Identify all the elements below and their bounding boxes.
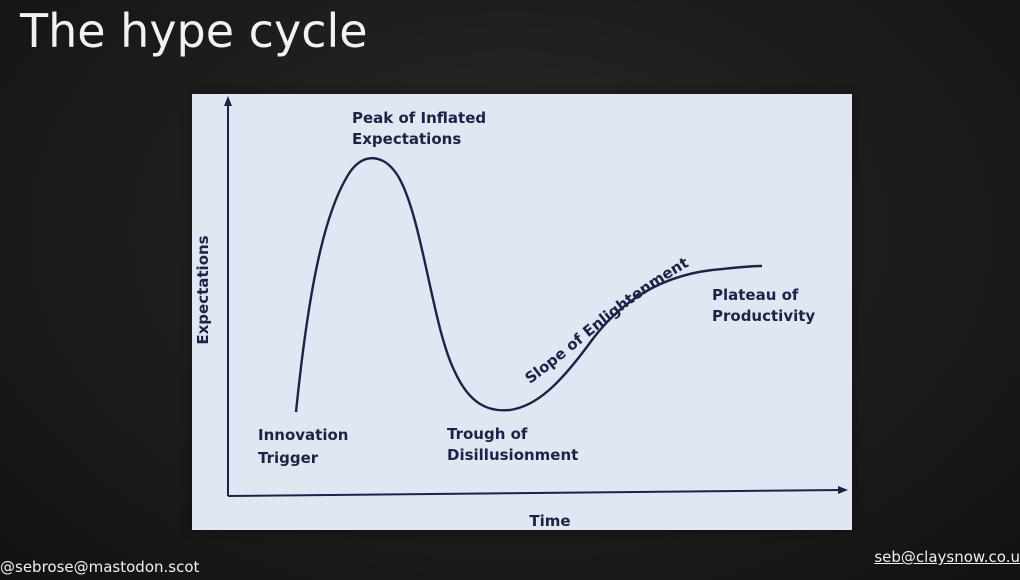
innovation-trigger-label-line2: Trigger xyxy=(258,449,319,467)
footer-mastodon-handle: @sebrose@mastodon.scot xyxy=(0,558,200,576)
peak-label-line1: Peak of Inflated xyxy=(352,109,486,127)
x-axis-label: Time xyxy=(529,512,570,530)
x-axis xyxy=(227,489,843,497)
slope-label-text: Slope of Enlightenment xyxy=(522,254,692,388)
hype-cycle-svg: Expectations Time Innovation Trigger Pea… xyxy=(194,96,848,530)
trough-label-line2: Disillusionment xyxy=(447,446,578,464)
hype-cycle-diagram: Expectations Time Innovation Trigger Pea… xyxy=(192,94,852,530)
footer-email-link[interactable]: seb@claysnow.co.u xyxy=(874,548,1020,566)
hype-curve xyxy=(294,156,763,413)
plateau-label-line2: Productivity xyxy=(712,307,815,325)
trough-label-line1: Trough of xyxy=(447,425,528,443)
plateau-label-line1: Plateau of xyxy=(712,286,799,304)
innovation-trigger-label-line1: Innovation xyxy=(258,426,348,444)
y-axis-arrow xyxy=(224,96,232,106)
y-axis-label: Expectations xyxy=(194,235,212,344)
slope-label: Slope of Enlightenment xyxy=(522,254,692,388)
peak-label-line2: Expectations xyxy=(352,130,461,148)
x-axis-arrow xyxy=(838,486,848,494)
slide-title: The hype cycle xyxy=(20,4,368,58)
